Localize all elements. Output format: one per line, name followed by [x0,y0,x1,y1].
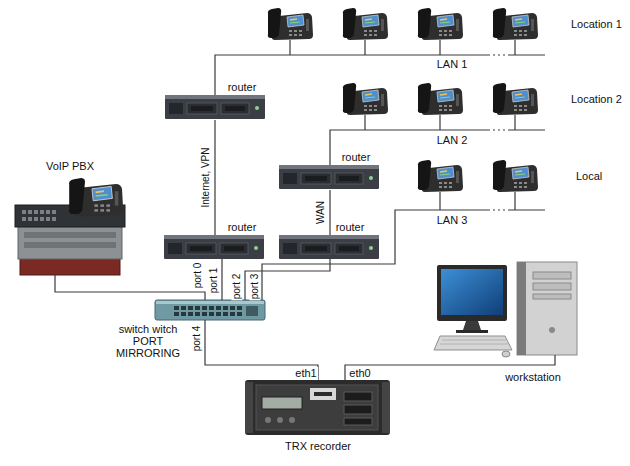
device-label: switch witch PORT MIRRORING [111,323,185,359]
lan-bus-gap [488,54,508,55]
pbx-device [15,178,125,275]
lan-label: LAN 1 [436,58,469,71]
phone-drop [440,192,515,210]
recorder-device [245,380,390,435]
network-link [245,259,330,300]
phone-drop [290,40,515,55]
lan-bus-gap [488,129,508,130]
lan-bus-gap [488,209,508,210]
network-link [214,120,215,235]
ip-phone [268,8,313,40]
link-label: port 0 [192,261,203,289]
lan-bus [330,130,545,165]
workstation-box: workstation [430,262,580,355]
router-box: router [278,235,380,259]
link-label: eth0 [348,367,371,380]
device-label: router [336,221,365,234]
ip-phone [493,160,538,192]
phone-drop [365,115,515,130]
recorder-box: TRX recorder [245,380,390,435]
pbx-phone [69,178,123,216]
link-label: WAN [315,200,326,225]
link-label: Internet, VPN [200,146,211,208]
device-label: router [228,221,257,234]
router-device [164,235,264,259]
switch-device [155,300,265,320]
ip-phone [493,8,538,40]
location-label: Location 1 [570,18,623,31]
device-label: router [342,151,371,164]
ip-phone [418,160,463,192]
device-label: VoIP PBX [46,160,94,173]
ip-phone [418,8,463,40]
device-label: TRX recorder [285,440,351,453]
device-label: router [228,81,257,94]
ip-phone [493,83,538,115]
location-label: Local [575,170,603,183]
router-box: router [278,165,380,190]
device-label: workstation [505,371,561,384]
link-label: port 4 [191,324,202,352]
network-link [329,190,330,235]
router-device [279,235,379,259]
router-device [165,95,265,119]
pbx-box: VoIP PBX [15,180,127,275]
port-label: port 3 [249,272,260,300]
switch-box: switch witch PORT MIRRORING [155,300,265,320]
ip-phone [343,83,388,115]
router-box: router [165,95,265,120]
lan-wiring [215,40,545,300]
lan-label: LAN 2 [436,134,469,147]
router-box: router [163,235,265,259]
network-link [205,320,318,380]
ip-phone [343,8,388,40]
router-device [279,165,379,189]
network-link [55,275,205,300]
workstation-device [434,262,577,357]
lan-label: LAN 3 [436,214,469,227]
location-label: Location 2 [570,93,623,106]
port-label: eth1 [294,367,317,380]
network-link [221,259,222,300]
ip-phone [418,83,463,115]
link-label: port 2 [231,272,242,300]
link-label: port 1 [208,266,219,294]
